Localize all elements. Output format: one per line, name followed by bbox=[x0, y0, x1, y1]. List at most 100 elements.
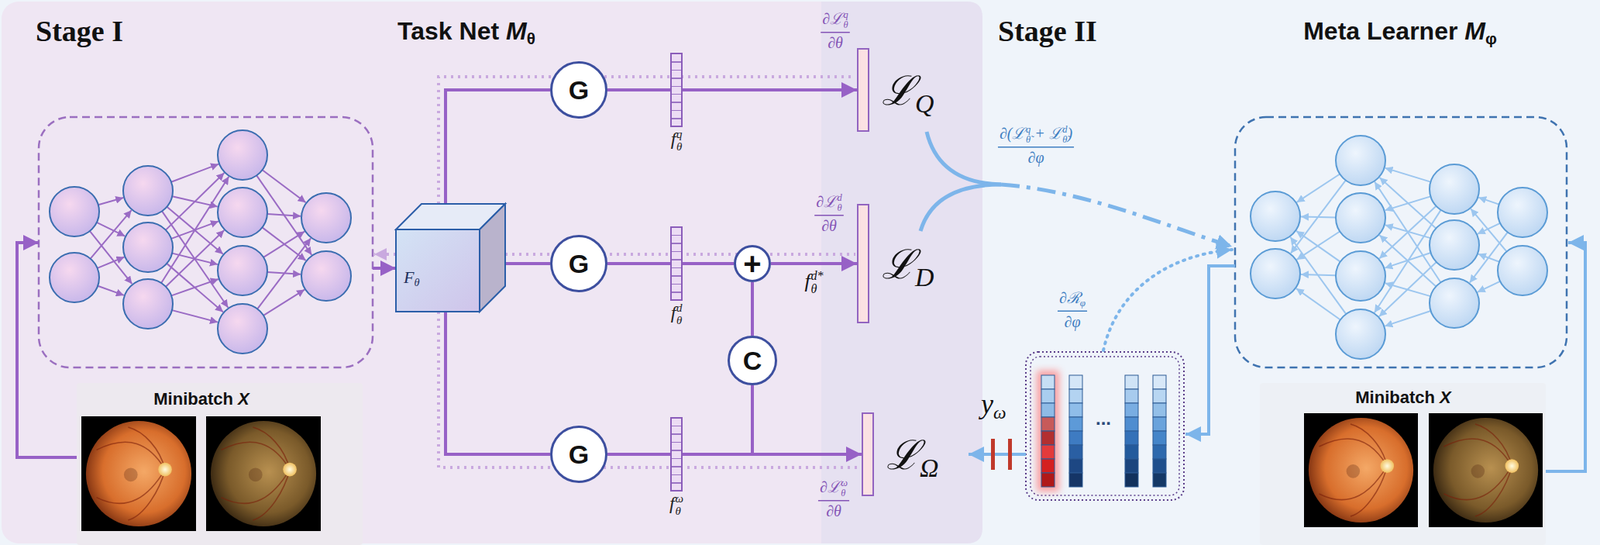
math-sub: θ bbox=[674, 505, 684, 518]
math-run: Minibatch bbox=[153, 388, 238, 409]
neuron bbox=[217, 303, 268, 354]
fraction-rule bbox=[997, 146, 1074, 148]
gradient-term: ∂θ bbox=[825, 502, 842, 520]
g-module-circle: G bbox=[550, 234, 608, 293]
neuron bbox=[49, 186, 100, 237]
neuron bbox=[217, 245, 268, 296]
math-run: f bbox=[805, 269, 811, 293]
math-sup: ω bbox=[674, 492, 684, 506]
neuron bbox=[1335, 309, 1386, 359]
connector-arrow bbox=[682, 385, 753, 455]
gradient-term: ∂φ bbox=[1028, 148, 1045, 167]
drawn-circle bbox=[1505, 458, 1520, 473]
network-link bbox=[262, 169, 307, 203]
text-holder: ∂(ℒθ̃q + ℒθ̃d) bbox=[999, 122, 1073, 145]
math-run: ∂ bbox=[821, 216, 830, 234]
vector-cell bbox=[1041, 430, 1055, 445]
node-text: ℒΩ bbox=[886, 425, 939, 482]
drawn-circle bbox=[1346, 464, 1361, 479]
math-sub: θ bbox=[810, 282, 823, 296]
drawn-circle bbox=[158, 462, 173, 477]
text-holder: ∂ℛφ bbox=[1059, 286, 1086, 310]
connector-arrow bbox=[750, 282, 754, 336]
text-holder: ∂ℒθd bbox=[815, 190, 843, 214]
math-run: ∂ bbox=[1028, 148, 1036, 166]
text-holder: yω bbox=[980, 387, 1007, 424]
math-sub: θ bbox=[837, 203, 843, 214]
network-link bbox=[171, 164, 219, 183]
fraction-rules bbox=[814, 32, 1088, 501]
node-text: Meta Learner Mφ bbox=[1303, 17, 1497, 49]
vector-cell bbox=[1041, 375, 1055, 389]
drawn-path bbox=[96, 469, 166, 504]
meta-output-wire bbox=[1185, 265, 1236, 434]
math-stack: θq bbox=[676, 128, 682, 153]
network-link bbox=[97, 285, 124, 296]
text-holder: fθω bbox=[669, 492, 684, 517]
fundus-image bbox=[206, 416, 321, 531]
math-stack: θd* bbox=[810, 269, 823, 296]
text-holder: C bbox=[729, 337, 775, 383]
math-run: θ bbox=[413, 275, 420, 289]
drawn-path bbox=[252, 426, 290, 469]
meta-gradient-path bbox=[920, 184, 1002, 231]
gradient-term: ∂ℛφ bbox=[1059, 286, 1086, 310]
vector-cell bbox=[1152, 444, 1167, 459]
network-link bbox=[1477, 223, 1501, 234]
network-link bbox=[172, 309, 218, 323]
g-module-circle: G bbox=[550, 61, 608, 119]
network-link bbox=[1477, 281, 1501, 293]
math-run: ∂ℛ bbox=[1059, 289, 1081, 307]
feature-vector: fθω bbox=[670, 416, 683, 492]
vector-cell bbox=[1125, 472, 1139, 487]
math-run: + ℒ bbox=[1030, 124, 1063, 142]
network-link bbox=[165, 230, 224, 287]
fundus-image bbox=[1428, 412, 1543, 527]
network-link bbox=[1384, 310, 1431, 327]
sum-circle: + bbox=[733, 244, 771, 283]
node-text: fθω bbox=[669, 492, 684, 517]
vector-cell bbox=[1152, 416, 1167, 431]
connector-arrow bbox=[770, 261, 857, 265]
connector-arrow bbox=[607, 88, 671, 92]
math-sup: q bbox=[1025, 124, 1031, 135]
drawn-path bbox=[221, 469, 291, 504]
network-link bbox=[1385, 168, 1432, 183]
neural-network bbox=[49, 130, 351, 354]
vector-cell bbox=[1041, 472, 1055, 487]
connectors bbox=[445, 89, 862, 455]
connector-arrow bbox=[682, 452, 862, 456]
vector-cell bbox=[1125, 430, 1139, 445]
neuron bbox=[1429, 164, 1480, 214]
math-run: M bbox=[505, 17, 527, 45]
node-text: Stage I bbox=[35, 13, 124, 49]
network-link bbox=[1297, 231, 1341, 260]
math-run: ℒ bbox=[886, 433, 920, 478]
loss-ground bbox=[821, 1, 983, 544]
drawn-path bbox=[96, 441, 166, 469]
fraction-rule bbox=[820, 31, 850, 34]
math-run: Task Net bbox=[397, 17, 506, 45]
drawn-rect bbox=[1304, 412, 1418, 527]
drawn-circle bbox=[123, 467, 138, 482]
connector-arrow bbox=[445, 311, 551, 455]
drawn-rect bbox=[206, 416, 321, 531]
network-link bbox=[166, 263, 224, 313]
fundus-pictures bbox=[1259, 382, 1546, 545]
stage-ground bbox=[1, 1, 983, 544]
math-run: ∂ bbox=[827, 34, 836, 52]
drawn-rect bbox=[1036, 370, 1060, 492]
math-run: ) bbox=[1066, 124, 1073, 142]
math-run: φ bbox=[1485, 29, 1497, 48]
math-label: ... bbox=[1095, 407, 1112, 430]
math-run: φ bbox=[1080, 296, 1086, 309]
text-holder: Stage II bbox=[997, 13, 1098, 49]
math-stack: θ̃d bbox=[1062, 124, 1067, 145]
connector-arrow bbox=[682, 261, 734, 265]
meta-gradient-path bbox=[1001, 184, 1232, 247]
drawn-path bbox=[1475, 465, 1512, 517]
edge-label: fθd* bbox=[805, 269, 824, 296]
text-holder: Stage I bbox=[35, 13, 124, 49]
input-wire bbox=[17, 242, 77, 458]
neuron bbox=[1497, 245, 1548, 296]
